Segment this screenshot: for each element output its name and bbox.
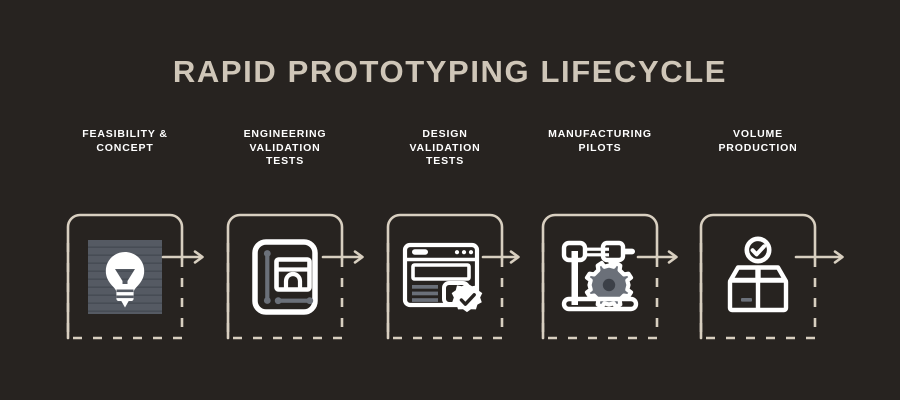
lifecycle-step-1[interactable]: FEASIBILITY & CONCEPT — [45, 128, 205, 358]
step-2-label-line2: VALIDATION — [249, 141, 321, 154]
page-title: RAPID PROTOTYPING LIFECYCLE — [172, 54, 728, 89]
step-2-label-line3: TESTS — [265, 155, 305, 167]
lifecycle-steps: FEASIBILITY & CONCEPT — [0, 128, 900, 358]
step-1-label-line2: CONCEPT — [96, 141, 154, 154]
lightbulb-icon — [88, 239, 162, 314]
lifecycle-step-3[interactable]: DESIGN VALIDATION TESTS — [365, 128, 525, 358]
step-4-label: MANUFACTURING PILOTS — [520, 128, 680, 155]
lifecycle-step-4[interactable]: MANUFACTURING PILOTS — [520, 128, 680, 358]
step-5-label: VOLUME PRODUCTION — [678, 128, 838, 155]
step-1-icon — [66, 213, 184, 340]
step-1-label: FEASIBILITY & CONCEPT — [45, 128, 205, 155]
lifecycle-step-2[interactable]: ENGINEERING VALIDATION TESTS — [205, 128, 365, 358]
step-5-label-line2: PRODUCTION — [718, 141, 798, 154]
step-3-label: DESIGN VALIDATION TESTS — [365, 128, 525, 169]
step-4-label-line2: PILOTS — [578, 141, 622, 154]
step-3-label-line2: VALIDATION — [409, 141, 481, 154]
step-2-label-line1: ENGINEERING — [243, 128, 327, 140]
3d-printer-icon — [561, 240, 639, 311]
step-2-frame — [226, 213, 344, 340]
blueprint-icon — [252, 238, 318, 315]
lifecycle-step-5[interactable]: VOLUME PRODUCTION — [678, 128, 838, 358]
package-check-icon — [727, 236, 789, 312]
step-3-label-line1: DESIGN — [422, 128, 468, 140]
browser-verified-icon — [402, 242, 483, 312]
step-5-label-line1: VOLUME — [732, 128, 784, 140]
step-1-frame — [66, 213, 184, 340]
step-3-label-line3: TESTS — [425, 155, 465, 167]
step-4-label-line1: MANUFACTURING — [548, 128, 652, 140]
step-3-frame — [386, 213, 504, 340]
step-2-label: ENGINEERING VALIDATION TESTS — [205, 128, 365, 169]
step-4-icon — [541, 213, 659, 340]
step-1-label-line1: FEASIBILITY & — [82, 128, 168, 140]
step-4-frame — [541, 213, 659, 340]
step-2-icon — [226, 213, 344, 340]
step-3-icon — [386, 213, 504, 340]
step-5-icon — [699, 213, 817, 340]
step-5-frame — [699, 213, 817, 340]
